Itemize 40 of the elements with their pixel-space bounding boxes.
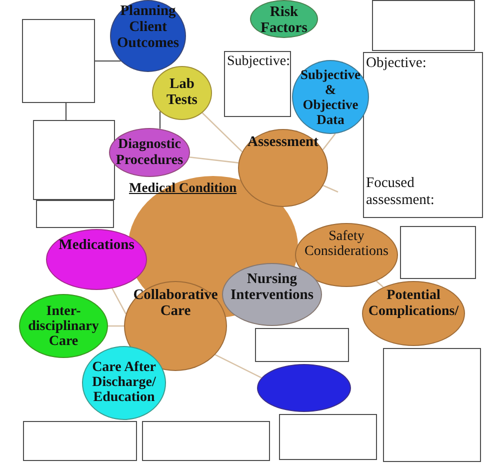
bubble-label: Potential Complications/: [367, 288, 460, 320]
bubble-label: Lab Tests: [166, 76, 198, 108]
connector-line: [112, 288, 126, 314]
note-box: [363, 52, 483, 218]
note-box: [255, 328, 349, 362]
concept-bubble: [152, 66, 212, 120]
bubble-label: Medications: [58, 237, 134, 253]
bubble-label: Safety Considerations: [304, 229, 390, 259]
note-box: [22, 19, 95, 103]
note-box: [372, 0, 475, 51]
box-label: Focused assessment:: [366, 175, 436, 209]
concept-bubble: [295, 223, 398, 287]
connector-line: [95, 60, 121, 62]
note-box: [23, 421, 137, 461]
connector-line: [159, 111, 161, 129]
connector-line: [322, 184, 338, 193]
connector-line: [189, 156, 238, 164]
bubble-label: Care After Discharge/Education: [91, 360, 157, 405]
note-box: [142, 421, 270, 461]
connector-line: [376, 280, 384, 288]
note-box: [383, 348, 481, 462]
bubble-label: Planning Client Outcomes: [116, 3, 180, 51]
connector-line: [108, 325, 124, 327]
bubble-label: Nursing Interventions: [230, 271, 314, 303]
bubble-label: Inter-disciplinary Care: [27, 304, 100, 349]
connector-line: [322, 133, 336, 150]
note-box: [36, 200, 114, 228]
note-box: [33, 120, 115, 200]
bubble-label: Diagnostic Procedures: [114, 137, 184, 169]
note-box: [400, 226, 476, 279]
connector-line: [214, 354, 262, 378]
note-box: [279, 414, 377, 460]
bubble-label: Risk Factors: [260, 4, 308, 36]
bubble-label: Assessment: [248, 134, 318, 150]
bubble-label: Subjective & Objective Data: [300, 67, 362, 127]
note-box: [224, 51, 291, 117]
box-label: Subjective:: [227, 54, 290, 70]
connector-line: [65, 103, 67, 120]
box-label: Objective:: [366, 55, 426, 71]
connector-line: [202, 112, 243, 152]
